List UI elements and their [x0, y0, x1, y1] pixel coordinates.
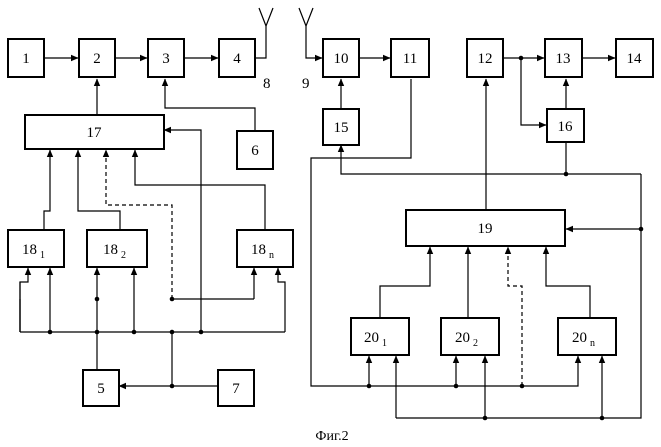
- svg-text:4: 4: [233, 51, 241, 67]
- svg-text:18: 18: [251, 242, 266, 258]
- block-6: 6: [237, 131, 273, 169]
- figure-caption: Фиг.2: [315, 429, 348, 444]
- block-13: 13: [545, 39, 582, 77]
- svg-text:10: 10: [334, 51, 349, 67]
- block-4: 4: [219, 39, 255, 77]
- block-14: 14: [616, 39, 653, 77]
- block-17: 17: [25, 115, 164, 149]
- svg-text:18: 18: [22, 242, 37, 258]
- svg-text:7: 7: [232, 381, 240, 397]
- svg-text:1: 1: [40, 250, 45, 261]
- block-18-1: 18 1: [8, 230, 64, 267]
- svg-text:17: 17: [87, 125, 103, 141]
- block-7: 7: [218, 370, 254, 406]
- wires-transmitter: [20, 26, 285, 386]
- block-1: 1: [8, 39, 44, 77]
- svg-text:20: 20: [572, 330, 587, 346]
- svg-text:12: 12: [478, 51, 493, 67]
- svg-text:5: 5: [97, 381, 105, 397]
- antenna-label-9: 9: [302, 76, 310, 92]
- antenna-icon: [299, 8, 313, 26]
- block-15: 15: [323, 109, 359, 145]
- antenna-icon: [259, 8, 273, 26]
- svg-text:11: 11: [403, 51, 417, 67]
- block-18-n: 18 n: [237, 230, 293, 267]
- antenna-label-8: 8: [263, 76, 271, 92]
- svg-text:3: 3: [162, 51, 170, 67]
- svg-text:6: 6: [251, 143, 259, 159]
- block-10: 10: [323, 39, 359, 77]
- svg-text:16: 16: [558, 119, 574, 135]
- block-18-2: 18 2: [87, 230, 147, 267]
- block-5: 5: [83, 370, 119, 406]
- svg-text:20: 20: [364, 330, 379, 346]
- svg-text:2: 2: [121, 250, 126, 261]
- block-2: 2: [79, 39, 115, 77]
- junction-dots-left: [48, 297, 204, 389]
- svg-text:1: 1: [22, 51, 30, 67]
- block-20-2: 20 2: [441, 318, 499, 355]
- svg-text:2: 2: [473, 338, 478, 349]
- block-19: 19: [406, 210, 565, 246]
- svg-text:15: 15: [334, 120, 349, 136]
- block-16: 16: [547, 109, 584, 142]
- svg-text:1: 1: [382, 338, 387, 349]
- block-12: 12: [467, 39, 503, 77]
- svg-text:13: 13: [556, 51, 571, 67]
- block-11: 11: [391, 39, 429, 77]
- svg-text:18: 18: [103, 242, 118, 258]
- svg-text:n: n: [590, 338, 595, 349]
- svg-text:19: 19: [478, 221, 493, 237]
- block-20-n: 20 n: [558, 318, 616, 355]
- svg-text:n: n: [269, 250, 274, 261]
- svg-text:14: 14: [627, 51, 643, 67]
- svg-text:2: 2: [93, 51, 101, 67]
- svg-text:20: 20: [455, 330, 470, 346]
- block-20-1: 20 1: [351, 318, 409, 355]
- block-3: 3: [148, 39, 184, 77]
